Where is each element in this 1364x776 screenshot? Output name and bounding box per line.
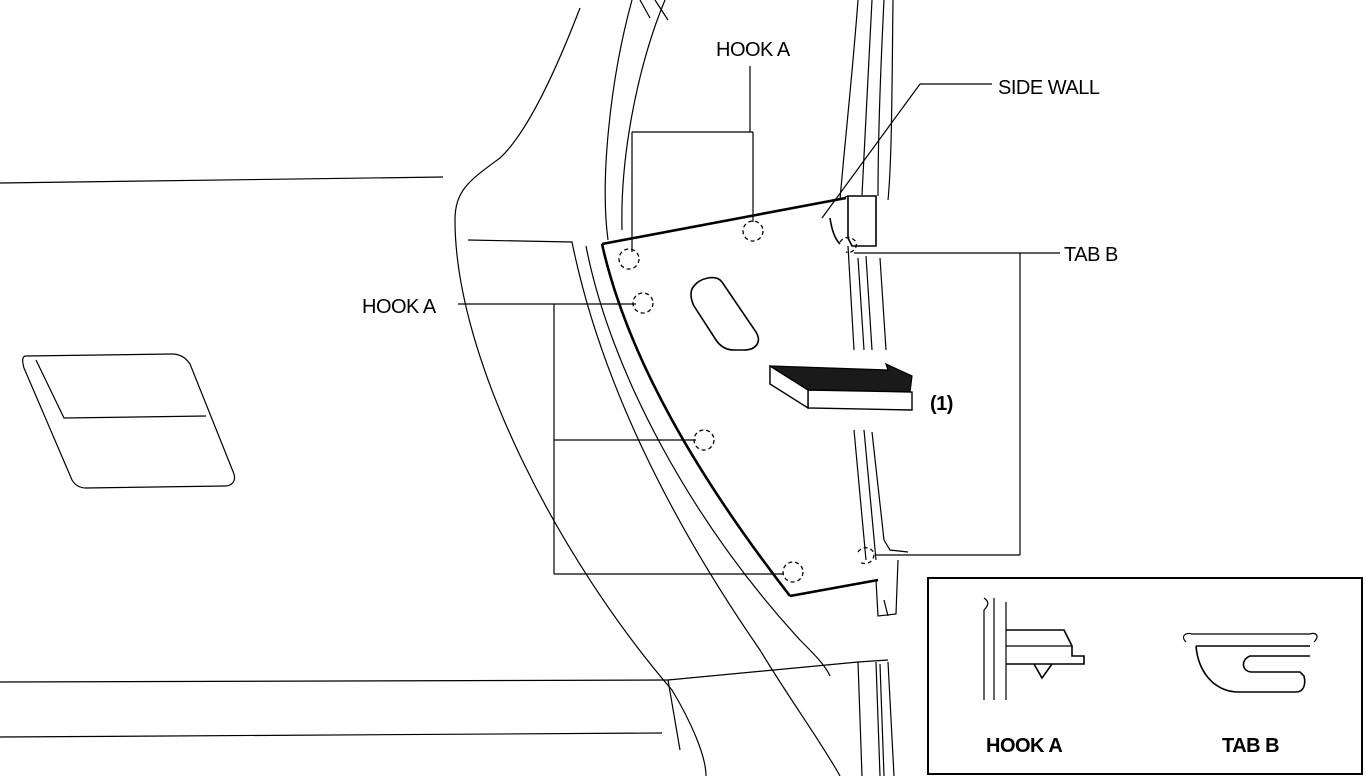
removal-arrow — [769, 362, 913, 411]
hook-a-marker — [782, 561, 804, 583]
hook-a-marker — [618, 248, 640, 270]
inset-caption-tab-b: TAB B — [1222, 735, 1279, 757]
tab-b-marker — [839, 236, 858, 254]
label-hook-a-left: HOOK A — [362, 296, 437, 318]
trim-panel — [600, 196, 879, 598]
detail-inset: HOOK A TAB B — [927, 577, 1363, 775]
label-arrow-step: (1) — [930, 393, 953, 415]
hook-a-marker — [632, 292, 654, 314]
inset-caption-hook-a: HOOK A — [986, 735, 1062, 757]
hook-a-detail-icon — [983, 597, 1085, 700]
hook-a-marker — [742, 220, 764, 242]
label-tab-b: TAB B — [1064, 244, 1118, 266]
tab-b-detail-icon — [1182, 632, 1318, 693]
hook-a-marker — [693, 429, 715, 451]
panel-service-hole — [690, 276, 760, 351]
label-side-wall: SIDE WALL — [998, 77, 1100, 99]
vehicle-body-outline — [0, 0, 889, 776]
leader-lines — [458, 66, 1060, 575]
label-hook-a-top: HOOK A — [716, 39, 791, 61]
